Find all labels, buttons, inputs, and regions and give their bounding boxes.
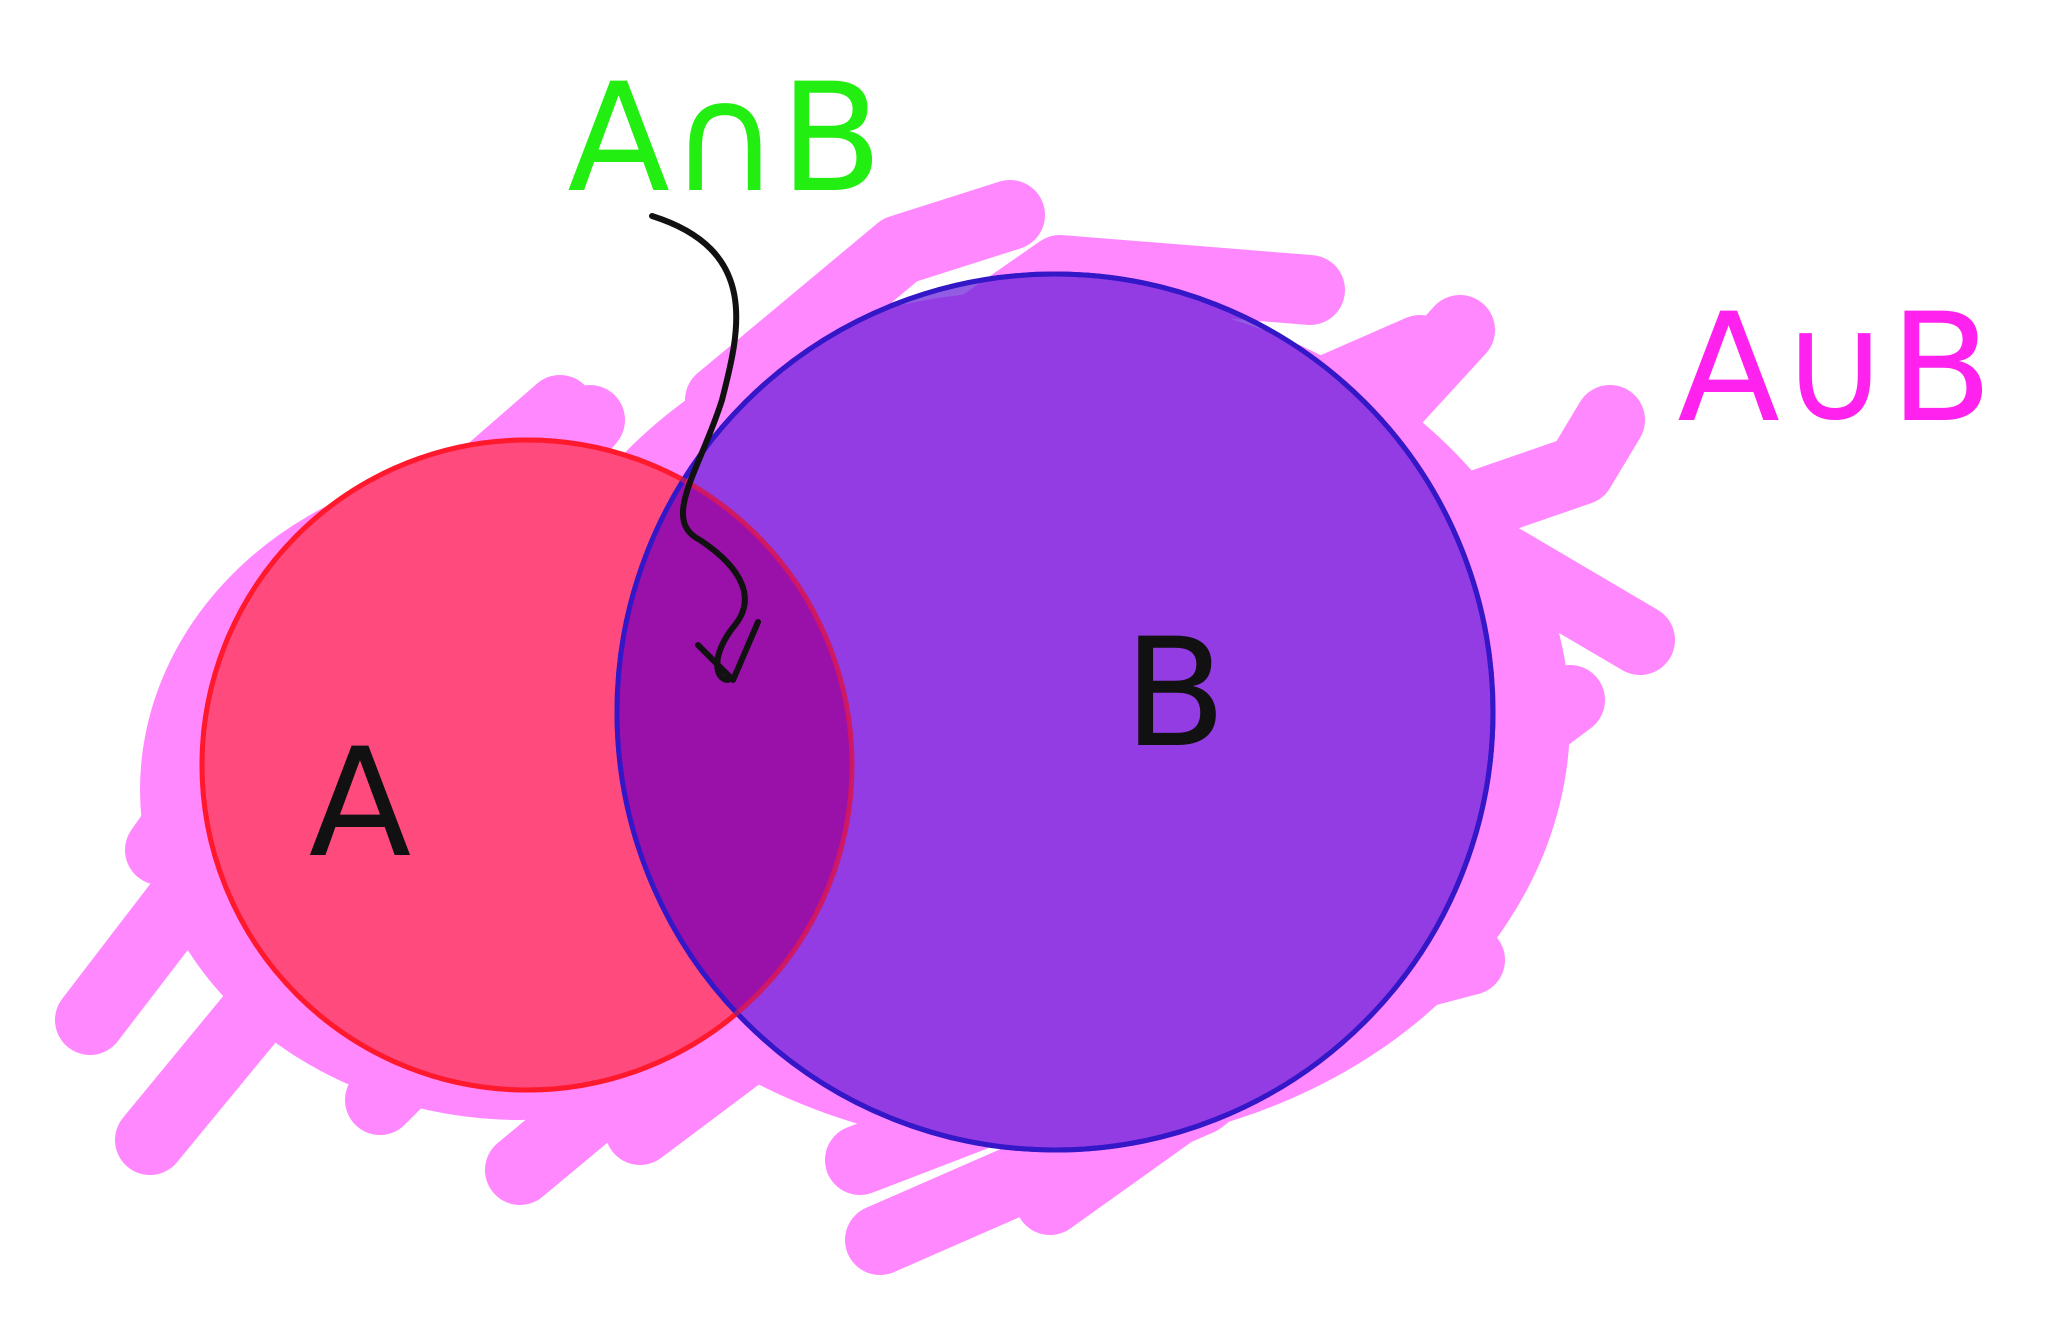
set-b-outline bbox=[614, 271, 1496, 1153]
intersection-arrow bbox=[649, 213, 761, 683]
set-a-label: A bbox=[309, 717, 412, 891]
set-a-outline bbox=[199, 437, 855, 1093]
union-label: A∪B bbox=[1677, 282, 1992, 456]
intersection-label: A∩B bbox=[567, 52, 882, 226]
set-b-label: B bbox=[1124, 607, 1227, 781]
